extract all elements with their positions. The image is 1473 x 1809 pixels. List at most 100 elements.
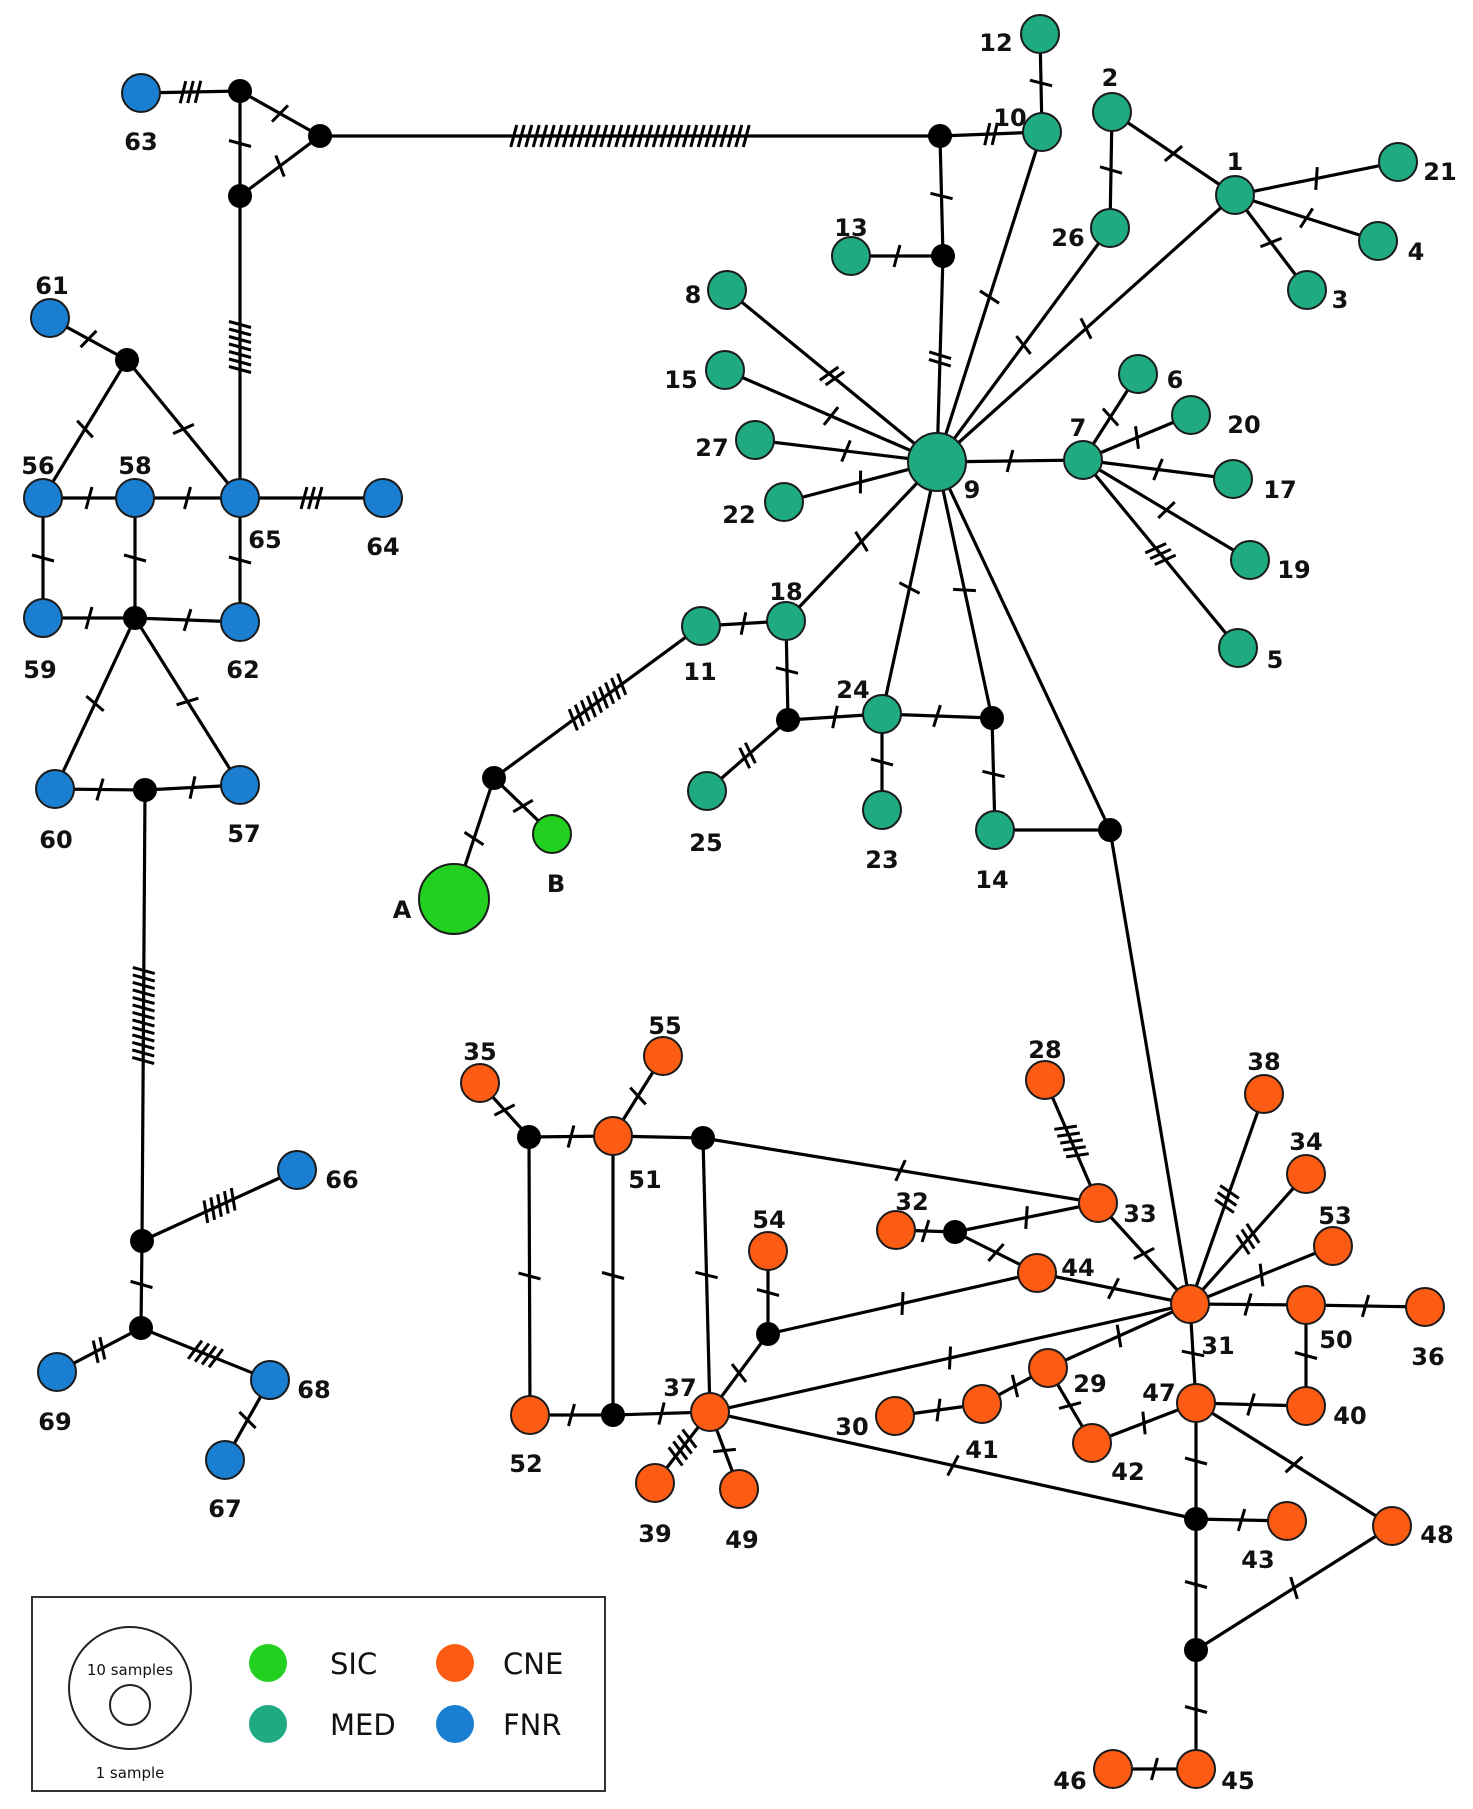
edge-m13-m14 — [130, 1240, 153, 1329]
mutation-tick — [681, 1428, 698, 1449]
haplotype-label-9: 9 — [964, 476, 981, 504]
mutation-tick — [463, 830, 485, 847]
edge-47-48 — [1195, 1401, 1393, 1528]
haplotype-label-56: 56 — [21, 452, 54, 480]
edge-27-9 — [754, 438, 938, 464]
mutation-tick — [188, 776, 197, 799]
mutation-tick — [1163, 144, 1184, 163]
haplotype-label-38: 38 — [1247, 1048, 1280, 1076]
haplotype-node-68 — [250, 1360, 290, 1400]
legend: 10 samples 1 sample SIC CNE MED FNR — [31, 1596, 606, 1792]
edge-line — [1108, 829, 1192, 1305]
edge-44-31 — [1036, 1271, 1191, 1306]
mutation-tick — [898, 581, 921, 595]
mutation-tick — [1101, 407, 1120, 427]
haplotype-node-55 — [643, 1036, 683, 1076]
mutation-tick — [1024, 1206, 1029, 1229]
haplotype-label-39: 39 — [638, 1520, 671, 1548]
mutation-tick — [932, 704, 942, 728]
median-vector-m7 — [482, 766, 506, 790]
mutation-tick — [1360, 1294, 1371, 1318]
edge-line — [935, 255, 945, 463]
haplotype-node-25 — [687, 771, 727, 811]
median-vector-m6 — [776, 708, 800, 732]
haplotype-node-45 — [1176, 1749, 1216, 1789]
haplotype-node-67 — [205, 1440, 245, 1480]
edge-26-9 — [935, 227, 1112, 463]
median-vector-m14 — [129, 1316, 153, 1340]
mutation-tick — [822, 406, 840, 426]
edge-34-31 — [1188, 1172, 1308, 1306]
median-vector-m21 — [1184, 1638, 1208, 1662]
edge-m14-68 — [140, 1326, 271, 1382]
network-nodes — [23, 14, 1445, 1789]
haplotype-node-58 — [115, 478, 155, 518]
mutation-tick — [554, 124, 564, 148]
mutation-tick — [91, 1340, 100, 1364]
haplotype-node-36 — [1405, 1287, 1445, 1327]
mutation-tick — [629, 1086, 647, 1106]
mutation-tick — [516, 124, 526, 148]
median-vector-m3 — [308, 124, 332, 148]
mutation-tick — [870, 757, 894, 767]
edge-28-33 — [1043, 1079, 1100, 1204]
mutation-tick — [892, 244, 902, 268]
mutation-tick — [1243, 1293, 1253, 1316]
mutation-tick — [695, 1270, 718, 1280]
mutation-tick — [524, 124, 534, 148]
haplotype-node-64 — [363, 478, 403, 518]
haplotype-node-3 — [1287, 270, 1327, 310]
mutation-tick — [228, 335, 252, 344]
mutation-tick — [132, 988, 156, 998]
haplotype-node-B — [532, 814, 572, 854]
mutation-tick — [132, 973, 156, 983]
mutation-tick — [585, 695, 597, 718]
mutation-tick — [1107, 1277, 1120, 1300]
haplotype-label-45: 45 — [1221, 1767, 1254, 1795]
mutation-tick — [666, 124, 676, 148]
haplotype-label-44: 44 — [1061, 1254, 1094, 1282]
legend-swatch-cne — [436, 1644, 474, 1682]
haplotype-node-66 — [277, 1150, 317, 1190]
haplotype-node-12 — [1020, 14, 1060, 54]
haplotype-node-56 — [23, 478, 63, 518]
mutation-tick — [1181, 1349, 1205, 1358]
haplotype-node-15 — [705, 350, 745, 390]
haplotype-label-26: 26 — [1051, 224, 1084, 252]
mutation-tick — [739, 612, 748, 635]
mutation-tick — [1157, 501, 1176, 519]
mutation-tick — [616, 673, 628, 696]
mutation-tick — [689, 124, 699, 148]
mutation-tick — [131, 1040, 155, 1051]
haplotype-node-6 — [1118, 354, 1158, 394]
edge-m16-37 — [695, 1137, 718, 1413]
haplotype-node-53 — [1313, 1226, 1353, 1266]
haplotype-label-6: 6 — [1167, 366, 1184, 394]
haplotype-node-50 — [1286, 1285, 1326, 1325]
median-vector-m5 — [931, 244, 955, 268]
mutation-tick — [539, 124, 549, 148]
edge-m1-m3 — [239, 89, 321, 138]
haplotype-node-35 — [460, 1063, 500, 1103]
median-vector-m15 — [517, 1125, 541, 1149]
mutation-tick — [711, 124, 721, 148]
haplotype-label-27: 27 — [695, 434, 728, 462]
mutation-tick — [186, 1339, 204, 1360]
mutation-tick — [1010, 1374, 1020, 1398]
haplotype-label-19: 19 — [1277, 556, 1310, 584]
edge-7-19 — [1082, 458, 1251, 562]
mutation-tick — [1219, 1184, 1240, 1200]
mutation-tick — [1289, 1576, 1299, 1600]
mutation-tick — [299, 486, 309, 510]
mutation-tick — [667, 1446, 684, 1467]
mutation-tick — [228, 357, 252, 367]
mutation-tick — [953, 587, 976, 593]
mutation-tick — [987, 1243, 1005, 1262]
haplotype-node-49 — [719, 1469, 759, 1509]
mutation-tick — [1134, 426, 1140, 449]
haplotype-node-13 — [831, 236, 871, 276]
mutation-tick — [1152, 458, 1164, 481]
edge-line — [725, 288, 939, 464]
mutation-tick — [531, 124, 541, 148]
legend-swatch-sic — [249, 1644, 287, 1682]
